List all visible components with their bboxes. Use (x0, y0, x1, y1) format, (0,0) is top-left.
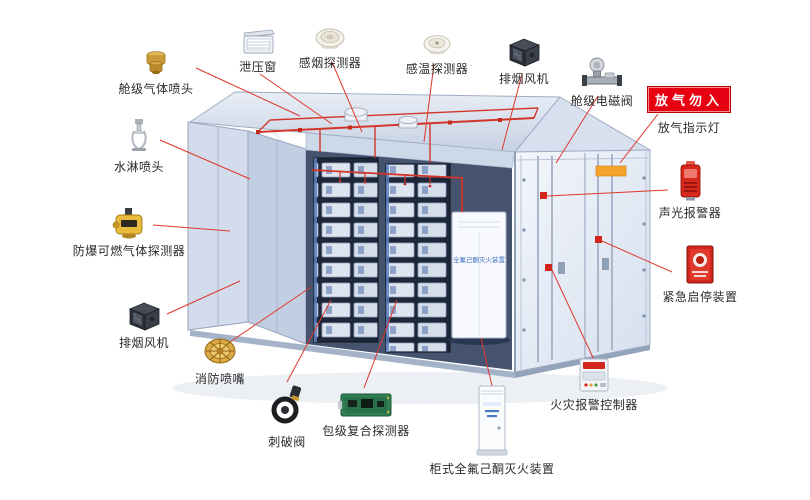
solenoid-valve-icon (581, 56, 623, 90)
interior-extinguisher-cabinet: 全氟己酮灭火装置 (448, 211, 510, 345)
component-label: 刺破阀 (268, 435, 306, 449)
component-gas-release-indicator: 放气勿入 放气指示灯 (647, 86, 732, 136)
door-header (305, 132, 516, 169)
component-label: 水淋喷头 (113, 160, 164, 174)
component-fire-nozzle: 消防喷嘴 (192, 334, 248, 387)
battery-rack (313, 157, 451, 353)
gas-release-warning-sign: 放气勿入 (647, 86, 732, 113)
component-sound-light-alarm: 声光报警器 (658, 160, 722, 221)
component-combustible-gas-detector: 防爆可燃气体探测器 (72, 206, 186, 259)
emergency-stop-icon (682, 244, 718, 286)
controller-marker (545, 264, 552, 271)
puncture-valve-icon (265, 382, 309, 428)
component-label: 消防喷嘴 (194, 372, 245, 386)
component-exhaust-fan-left: 排烟风机 (116, 300, 172, 351)
component-label: 排烟风机 (118, 336, 169, 350)
component-label: 包级复合探测器 (322, 424, 410, 438)
estop-marker (595, 236, 602, 243)
exhaust-fan-icon (506, 36, 542, 68)
pressure-relief-window-icon (240, 28, 276, 56)
sound-light-alarm-icon (674, 160, 706, 202)
open-doors (187, 121, 307, 345)
leader-lines (152, 61, 673, 389)
component-label: 感烟探测器 (298, 56, 362, 70)
alarm-marker (540, 192, 547, 199)
component-smoke-detector: 感烟探测器 (294, 26, 366, 71)
pack-detector-icon (338, 390, 394, 420)
component-label: 火灾报警控制器 (550, 398, 638, 412)
component-exhaust-fan-top: 排烟风机 (496, 36, 552, 87)
exhaust-fan-icon (126, 300, 162, 332)
component-label: 防爆可燃气体探测器 (72, 244, 186, 258)
fire-alarm-controller-icon (576, 356, 612, 394)
component-puncture-valve: 刺破阀 (256, 382, 318, 450)
component-label: 舱级气体喷头 (118, 82, 194, 96)
smoke-detector-icon (313, 26, 347, 52)
cabinet-extinguisher-icon (472, 384, 512, 458)
fire-nozzle-icon (201, 334, 239, 368)
component-label: 排烟风机 (498, 72, 549, 86)
component-label: 声光报警器 (658, 206, 722, 220)
roof-vent (344, 107, 418, 129)
cabinet-text: 全氟己酮灭火装置 (453, 255, 506, 264)
cabin-gas-nozzle-icon (141, 48, 171, 78)
component-water-sprinkler: 水淋喷头 (110, 118, 168, 175)
component-emergency-stop: 紧急启停装置 (660, 244, 740, 305)
combustible-gas-detector-icon (109, 206, 149, 240)
component-label: 舱级电磁阀 (570, 94, 634, 108)
heat-detector-icon (421, 32, 453, 58)
component-label: 感温探测器 (405, 62, 469, 76)
component-heat-detector: 感温探测器 (400, 32, 474, 77)
component-fire-alarm-controller: 火灾报警控制器 (548, 356, 640, 413)
component-label: 紧急启停装置 (662, 290, 738, 304)
container-right-door (514, 149, 651, 373)
red-piping (257, 107, 539, 212)
component-label: 柜式全氟己酮灭火装置 (429, 462, 555, 476)
component-pressure-relief-window: 泄压窗 (230, 28, 286, 75)
water-sprinkler-icon (124, 118, 154, 156)
component-pack-detector: 包级复合探测器 (318, 390, 414, 439)
component-cabin-solenoid-valve: 舱级电磁阀 (570, 56, 634, 109)
wall-markers (540, 192, 602, 271)
door-logo-sticker (595, 165, 627, 177)
component-label: 泄压窗 (239, 60, 277, 74)
component-cabinet-extinguisher: 柜式全氟己酮灭火装置 (416, 384, 568, 477)
component-cabin-gas-nozzle: 舱级气体喷头 (108, 48, 204, 97)
component-label: 放气指示灯 (657, 121, 721, 135)
